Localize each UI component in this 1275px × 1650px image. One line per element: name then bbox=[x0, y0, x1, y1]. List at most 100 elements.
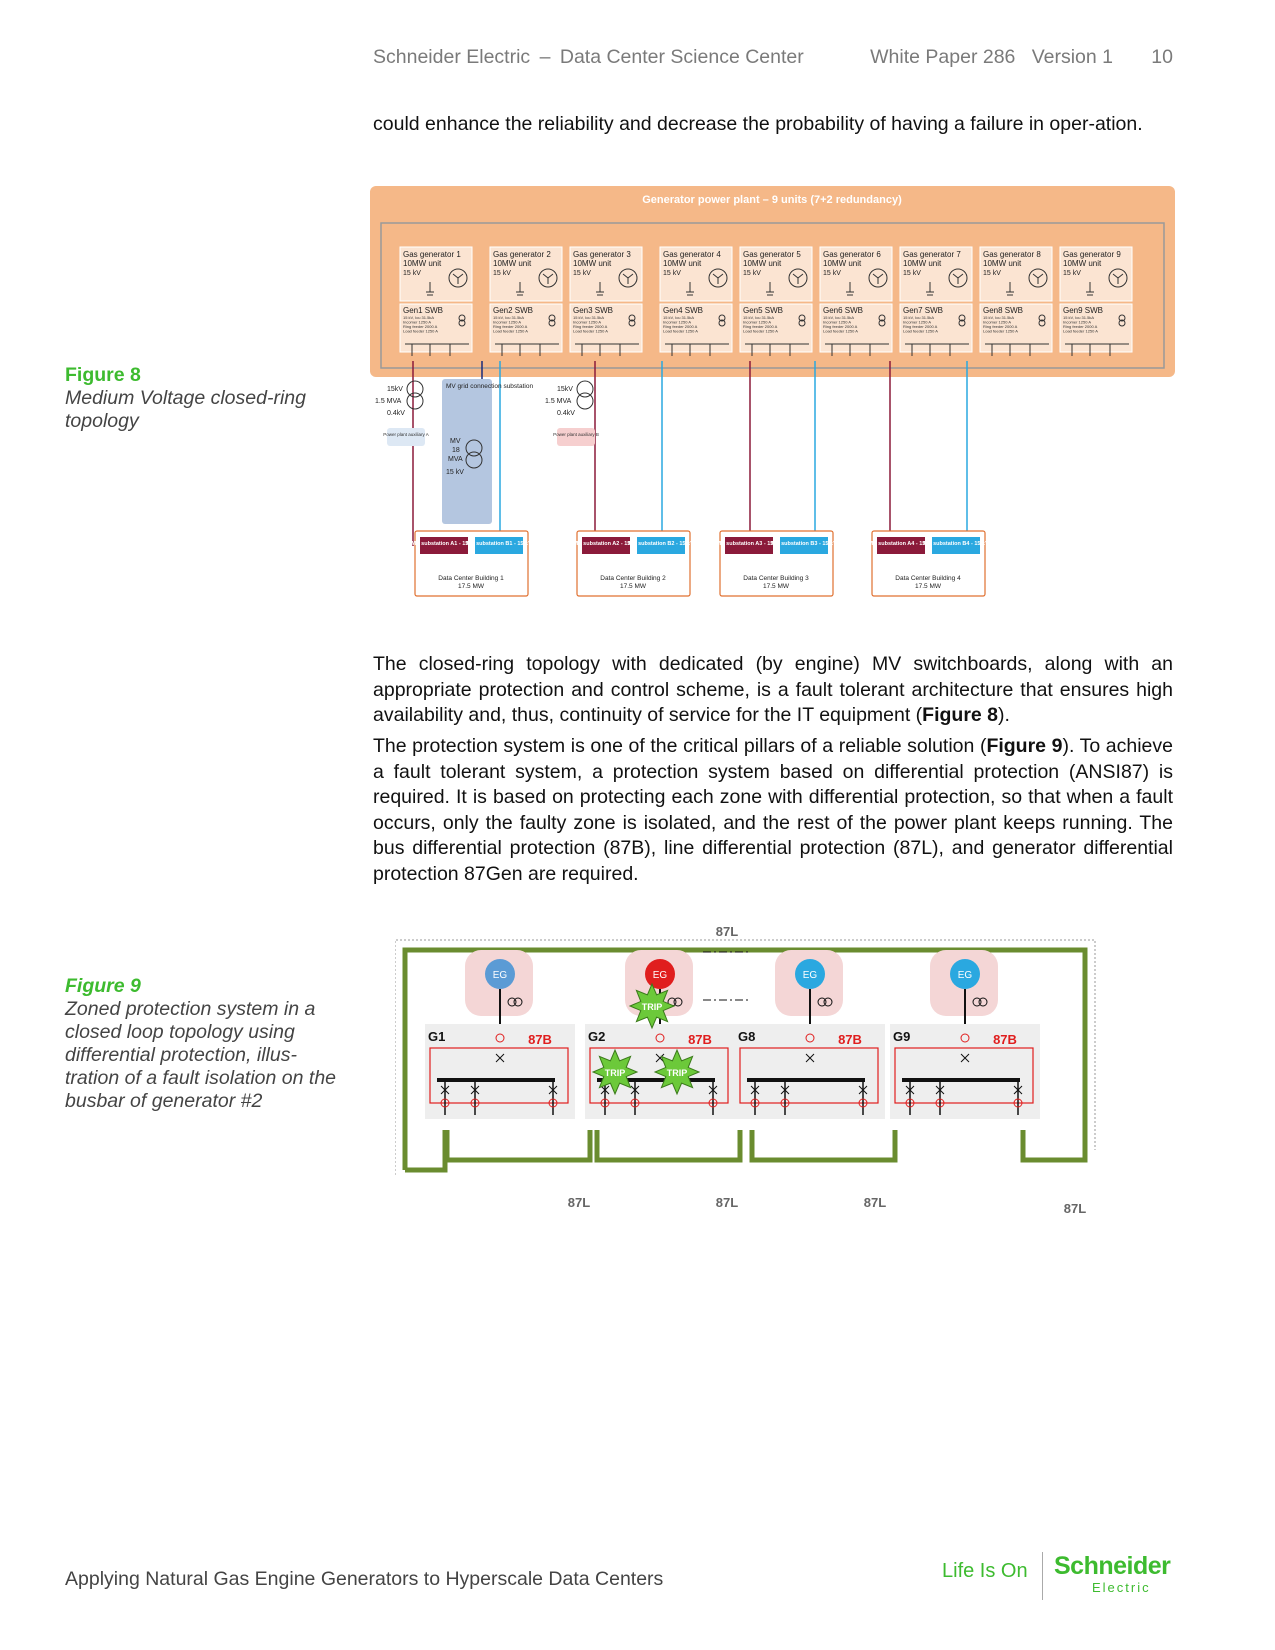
ct-icon bbox=[628, 314, 636, 322]
breaker-icon bbox=[1013, 1085, 1023, 1095]
gen-breaker-icon bbox=[960, 1053, 970, 1063]
ct-icon bbox=[1118, 319, 1126, 327]
generator-cell bbox=[489, 246, 563, 302]
breaker-icon bbox=[440, 1085, 450, 1095]
ground-icon bbox=[846, 282, 854, 296]
switchboard-spec: Ring feeder 2000 A bbox=[403, 324, 438, 329]
brand-name: Schneider bbox=[1054, 1552, 1171, 1580]
figure-9-label: Figure 9 Zoned protection system in a cl… bbox=[65, 975, 345, 1113]
gen-breaker-icon bbox=[495, 1053, 505, 1063]
breaker-icon bbox=[630, 1085, 640, 1095]
switchboard-bus bbox=[405, 343, 469, 356]
ct-icon bbox=[513, 997, 523, 1007]
switchboard-spec: Ring feeder 2000 A bbox=[1063, 324, 1098, 329]
aux-label: Power plant auxiliary B bbox=[553, 432, 599, 437]
building-mw: 17.5 MW bbox=[620, 583, 647, 590]
line-diff-87l-label: 87L bbox=[864, 1195, 886, 1210]
ground-icon bbox=[1006, 282, 1014, 296]
aux-lv: 0.4kV bbox=[387, 410, 405, 417]
generator-name: Gas generator 3 bbox=[573, 250, 631, 259]
generator-star bbox=[872, 273, 884, 284]
generator-cell bbox=[569, 246, 643, 302]
breaker-icon bbox=[858, 1085, 868, 1095]
substation-b bbox=[932, 537, 980, 554]
paragraph-protection: The protection system is one of the crit… bbox=[373, 735, 1173, 885]
switchboard-spec: Ring feeder 2000 A bbox=[823, 324, 858, 329]
generator-name: Gas generator 9 bbox=[1063, 250, 1121, 259]
gen-ct-icon bbox=[960, 1033, 970, 1043]
ring-link bbox=[1020, 1130, 1085, 1163]
switchboard-spec: 15 kV, Icu 31.5kA bbox=[983, 315, 1014, 320]
ground-icon bbox=[426, 282, 434, 296]
generator-icon bbox=[948, 268, 968, 288]
ct-icon bbox=[858, 1098, 868, 1108]
trip-star-icon bbox=[628, 982, 676, 1030]
generator-voltage: 15 kV bbox=[493, 270, 511, 277]
generator-name: Gas generator 4 bbox=[663, 250, 721, 259]
eg-label: EG bbox=[493, 970, 508, 981]
bus-zone-87b bbox=[589, 1047, 729, 1104]
paragraph-closed-ring: The closed-ring topology with dedicated … bbox=[373, 653, 1173, 726]
grid-kv: 15 kV bbox=[446, 469, 464, 476]
building-mw: 17.5 MW bbox=[915, 583, 942, 590]
generator-unit-label: 10MW unit bbox=[903, 259, 942, 268]
aux-box bbox=[387, 428, 425, 446]
zone-87b-label: 87B bbox=[688, 1032, 712, 1047]
gen-breaker-icon bbox=[805, 1053, 815, 1063]
switchboard-spec: Incomer 1250 A bbox=[573, 320, 601, 325]
switchboard-bus bbox=[745, 343, 809, 356]
ct-icon bbox=[548, 1098, 558, 1108]
generator-cell bbox=[739, 246, 813, 302]
generator-star bbox=[1112, 273, 1124, 284]
generator-icon bbox=[1028, 268, 1048, 288]
ground-icon bbox=[686, 282, 694, 296]
aux-lv: 0.4kV bbox=[557, 410, 575, 417]
generator-voltage: 15 kV bbox=[573, 270, 591, 277]
generator-voltage: 15 kV bbox=[983, 270, 1001, 277]
generator-cell bbox=[1059, 246, 1133, 302]
line-diff-87l-label: 87L bbox=[716, 1195, 738, 1210]
switchboard-spec: 15 kV, Icu 31.5kA bbox=[663, 315, 694, 320]
generator-star bbox=[1032, 273, 1044, 284]
switchboard-spec: 15 kV, Icu 31.5kA bbox=[1063, 315, 1094, 320]
switchboard-spec: Incomer 1250 A bbox=[743, 320, 771, 325]
building-name: Data Center Building 4 bbox=[895, 575, 961, 582]
trip-star-icon bbox=[653, 1048, 701, 1096]
ct-icon bbox=[458, 314, 466, 322]
grid-tx-secondary bbox=[465, 451, 483, 469]
gen-ct-icon bbox=[655, 1033, 665, 1043]
generator-voltage: 15 kV bbox=[663, 270, 681, 277]
generator-unit-label: 10MW unit bbox=[573, 259, 612, 268]
switchboard-spec: Load feeder 1250 A bbox=[493, 329, 528, 334]
figure-9-ref[interactable]: Figure 9 bbox=[986, 735, 1063, 757]
generator-star bbox=[792, 273, 804, 284]
ring-link bbox=[749, 1130, 898, 1163]
generator-name: Gas generator 8 bbox=[983, 250, 1041, 259]
generator-icon bbox=[538, 268, 558, 288]
generator-star bbox=[452, 273, 464, 284]
switchboard-spec: 15 kV, Icu 31.5kA bbox=[823, 315, 854, 320]
substation-a-label: MV substation A4 - 15 kV bbox=[868, 541, 934, 547]
switchboard-spec: Load feeder 1250 A bbox=[823, 329, 858, 334]
ct-icon bbox=[798, 314, 806, 322]
line-diff-87l-label: 87L bbox=[1064, 1201, 1086, 1216]
switchboard-spec: Load feeder 1250 A bbox=[663, 329, 698, 334]
figure-8-label: Figure 8 Medium Voltage closed-ring topo… bbox=[65, 364, 345, 433]
substation-a bbox=[877, 537, 925, 554]
line-diff-87l-label: 87L bbox=[568, 1195, 590, 1210]
ct-icon bbox=[548, 319, 556, 327]
line-diff-87l-label: 87L bbox=[716, 924, 738, 939]
footer-title: Applying Natural Gas Engine Generators t… bbox=[65, 1568, 664, 1590]
figure-8-ref[interactable]: Figure 8 bbox=[922, 704, 999, 726]
figure-8-caption: Medium Voltage closed-ring topology bbox=[65, 387, 306, 432]
trip-indicator: TRIP bbox=[591, 1048, 639, 1096]
generator-unit-label: 10MW unit bbox=[403, 259, 442, 268]
